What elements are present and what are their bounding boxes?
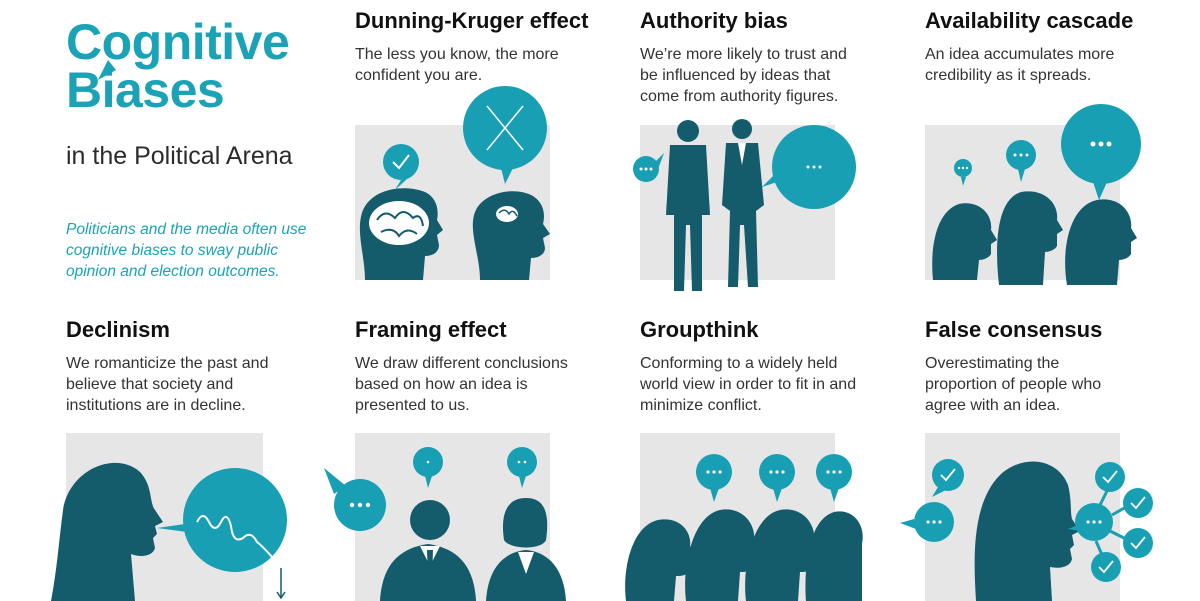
card-desc-framing-effect: We draw different conclusions based on h… (355, 355, 568, 414)
card-title-framing-effect: Framing effect (355, 317, 507, 342)
authority-bias-illustration (633, 119, 856, 291)
card-desc-groupthink: Conforming to a widely held world view i… (640, 355, 857, 414)
dunning-kruger-illustration (359, 86, 550, 280)
card-title-authority-bias: Authority bias (640, 8, 788, 33)
title-line-2: Biases (66, 62, 225, 118)
card-title-availability-cascade: Availability cascade (925, 8, 1134, 33)
card-title-declinism: Declinism (66, 317, 170, 342)
card-title-dunning-kruger: Dunning-Kruger effect (355, 8, 589, 33)
card-title-false-consensus: False consensus (925, 317, 1103, 342)
declinism-illustration (51, 462, 287, 601)
title-line-1: Cognitive (66, 14, 290, 70)
page-subtitle: in the Political Arena (66, 142, 293, 170)
card-desc-declinism: We romanticize the past and believe that… (66, 355, 269, 414)
title-bubble-icon (98, 60, 116, 80)
card-desc-dunning-kruger: The less you know, the more confident yo… (355, 46, 559, 84)
false-consensus-illustration (900, 459, 1153, 601)
intro-text: Politicians and the media often use cogn… (66, 221, 307, 280)
card-desc-availability-cascade: An idea accumulates more credibility as … (925, 46, 1115, 84)
card-desc-authority-bias: We’re more likely to trust and be influe… (640, 46, 847, 105)
groupthink-illustration (625, 454, 863, 601)
page-title: Cognitive Biases (66, 14, 290, 118)
card-desc-false-consensus: Overestimating the proportion of people … (925, 355, 1102, 414)
card-title-groupthink: Groupthink (640, 317, 759, 342)
availability-cascade-illustration (932, 104, 1141, 285)
framing-effect-illustration (324, 447, 566, 601)
